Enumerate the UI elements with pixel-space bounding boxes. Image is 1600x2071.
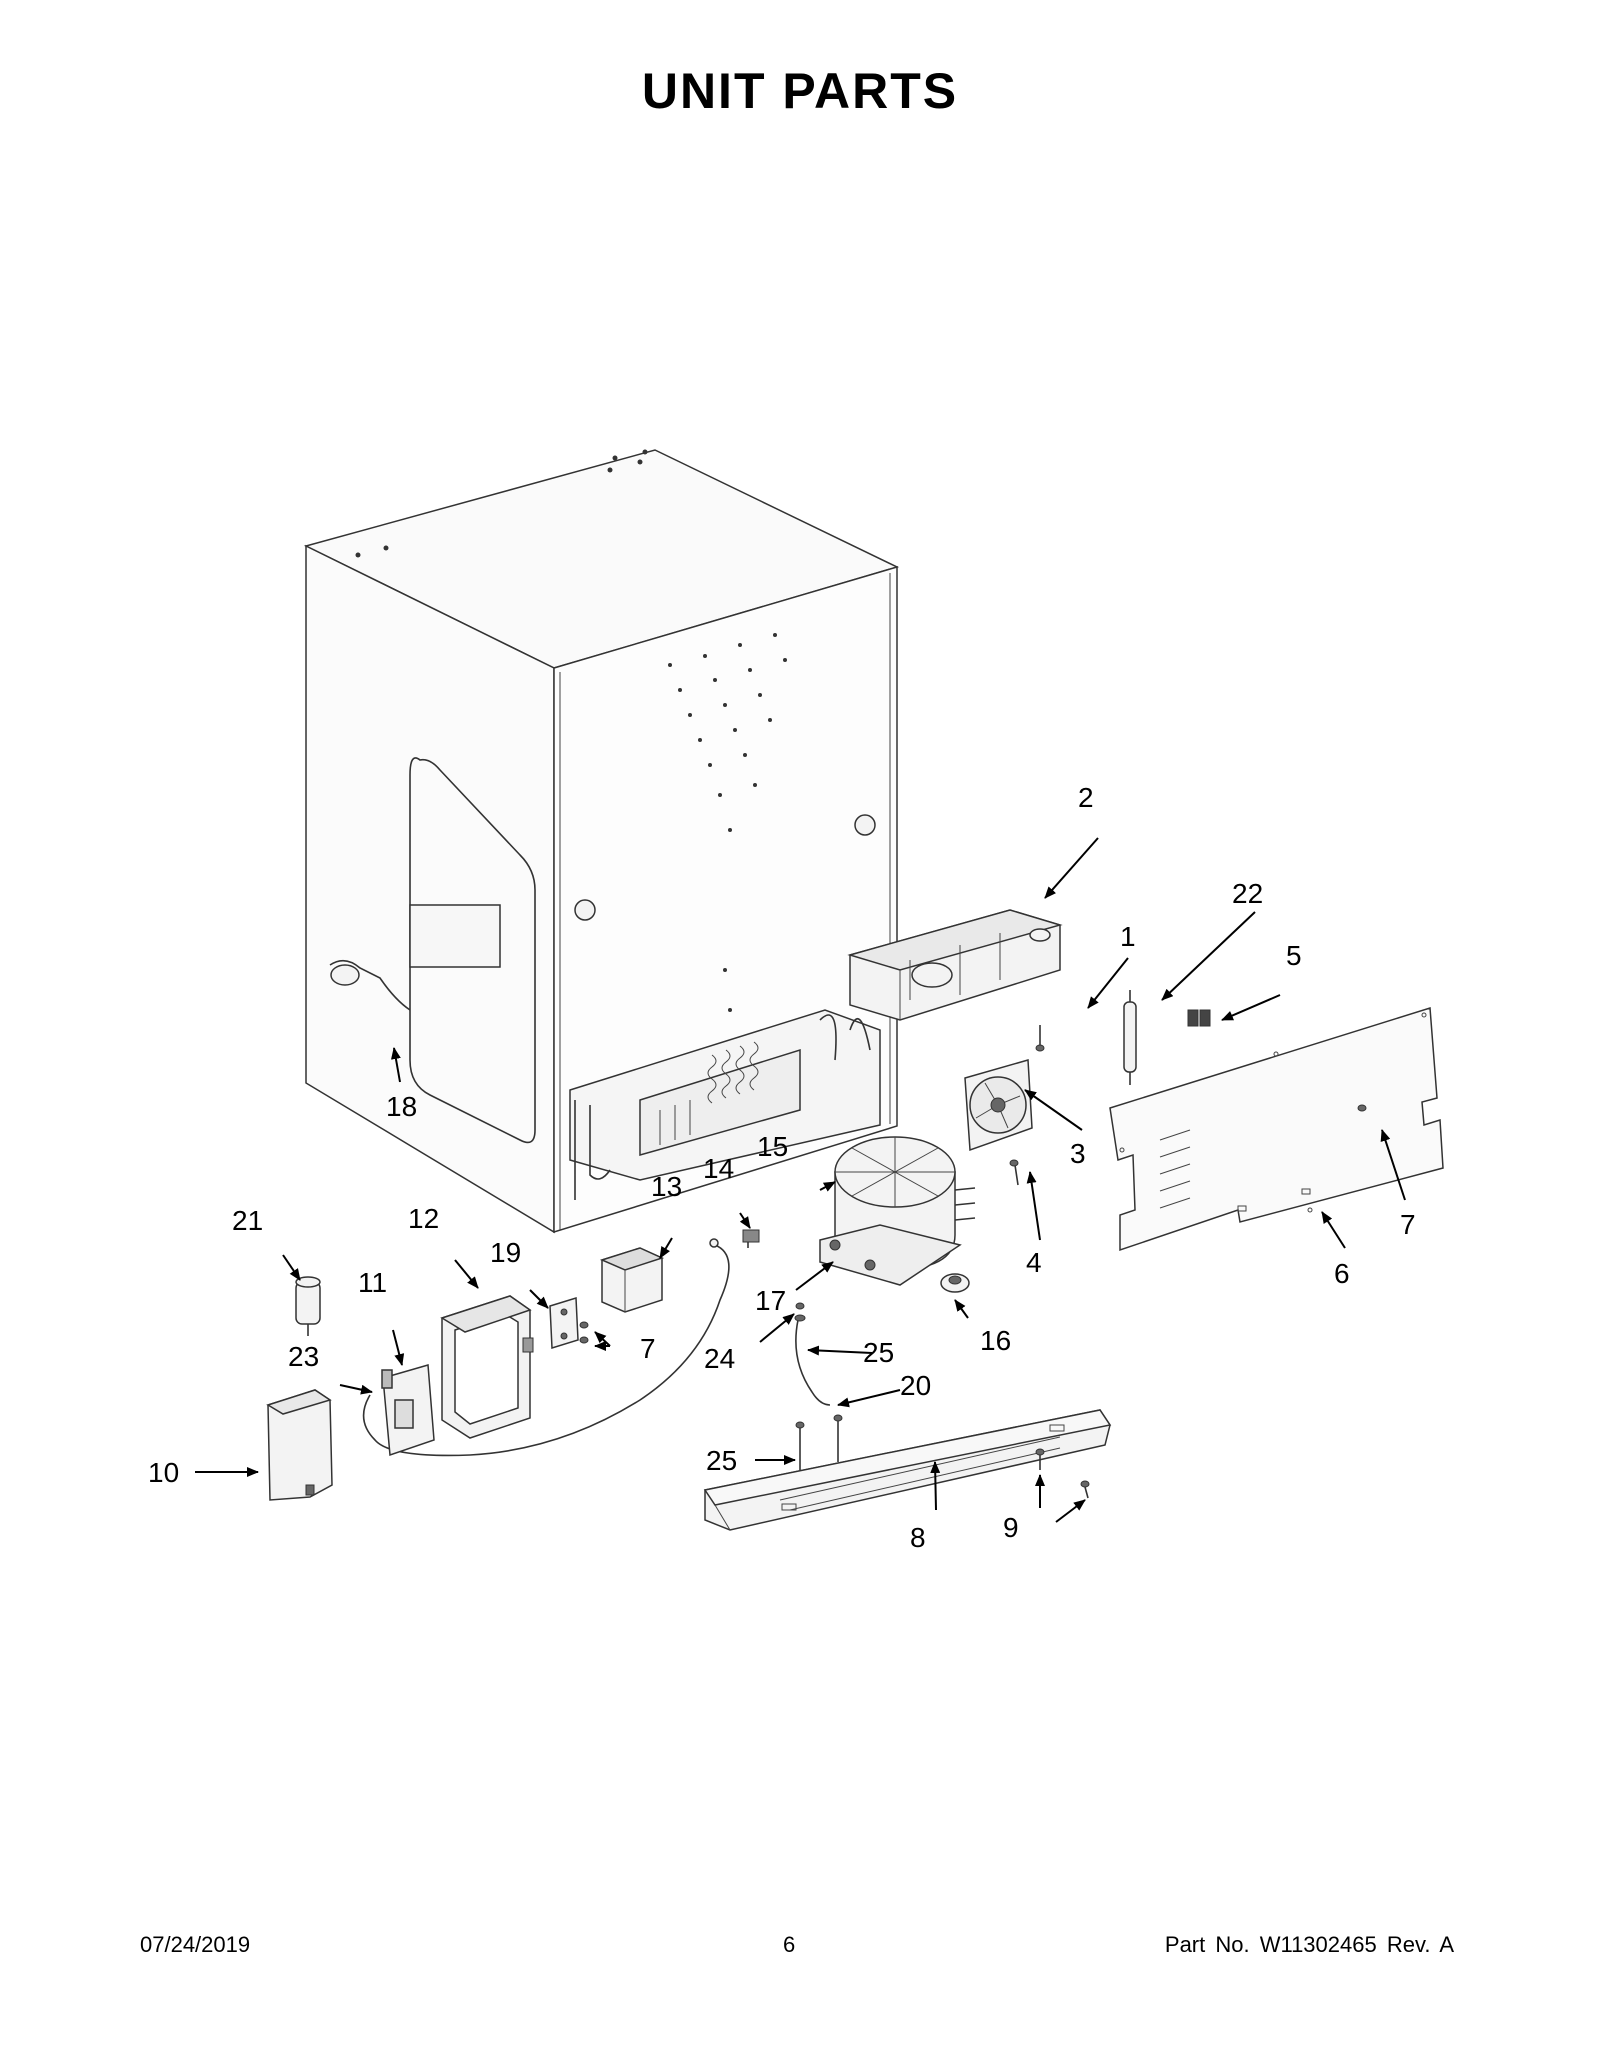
callout-23: 23 [288, 1341, 319, 1372]
callout-25b: 25 [706, 1445, 737, 1476]
callout-15: 15 [757, 1131, 788, 1162]
callout-11: 11 [358, 1267, 387, 1298]
callout-20: 20 [900, 1370, 931, 1401]
footer-page-number: 6 [783, 1932, 796, 1957]
callout-9: 9 [1003, 1512, 1019, 1543]
relay-board [381, 1364, 435, 1457]
callout-12: 12 [408, 1203, 439, 1234]
wiring-harness [362, 1244, 730, 1457]
callout-10: 10 [148, 1457, 179, 1488]
rail-screws [1035, 1448, 1090, 1499]
callout-leaders [195, 837, 1406, 1523]
callout-16: 16 [980, 1325, 1011, 1356]
ground-screws [795, 1414, 843, 1470]
callout-25a: 25 [863, 1337, 894, 1368]
callout-1: 1 [1120, 921, 1136, 952]
footer-date: 07/24/2019 [140, 1932, 251, 1957]
run-capacitor [295, 1276, 321, 1336]
clip [1187, 1009, 1211, 1027]
callout-14: 14 [703, 1153, 734, 1184]
callout-5: 5 [1286, 940, 1302, 971]
callout-4: 4 [1026, 1247, 1042, 1278]
page-title: UNIT PARTS [641, 63, 959, 119]
bracket [549, 1296, 579, 1350]
start-relay [599, 1247, 665, 1313]
fan-screw [1009, 1159, 1019, 1186]
callout-3: 3 [1070, 1138, 1086, 1169]
callout-labels: 1 2 3 4 5 6 7 7 8 9 10 11 12 13 14 15 16… [148, 782, 1416, 1553]
callout-2: 2 [1078, 782, 1094, 813]
filter-drier [1123, 990, 1137, 1085]
drain-pan [847, 909, 1063, 1021]
control-cover [266, 1389, 333, 1501]
callout-8: 8 [910, 1522, 926, 1553]
callout-7b: 7 [640, 1333, 656, 1364]
ground-wire [794, 1302, 831, 1406]
condenser-fan [964, 1059, 1033, 1152]
callout-17: 17 [755, 1285, 786, 1316]
cabinet [303, 449, 900, 1234]
grommet [940, 1273, 970, 1293]
screw [1035, 1025, 1045, 1052]
callout-21: 21 [232, 1205, 263, 1236]
compressor [819, 1136, 976, 1286]
footer-part-number: Part No. W11302465 Rev. A [1164, 1932, 1454, 1957]
callout-7a: 7 [1400, 1209, 1416, 1240]
callout-24: 24 [704, 1343, 735, 1374]
callout-6: 6 [1334, 1258, 1350, 1289]
control-box [440, 1295, 534, 1439]
overload-switch [742, 1229, 760, 1248]
callout-22: 22 [1232, 878, 1263, 909]
screws-7b [579, 1321, 589, 1344]
callout-13: 13 [651, 1171, 682, 1202]
rear-access-panel [1109, 1007, 1444, 1252]
base-rail [703, 1409, 1112, 1531]
callout-19: 19 [490, 1237, 521, 1268]
callout-18: 18 [386, 1091, 417, 1122]
